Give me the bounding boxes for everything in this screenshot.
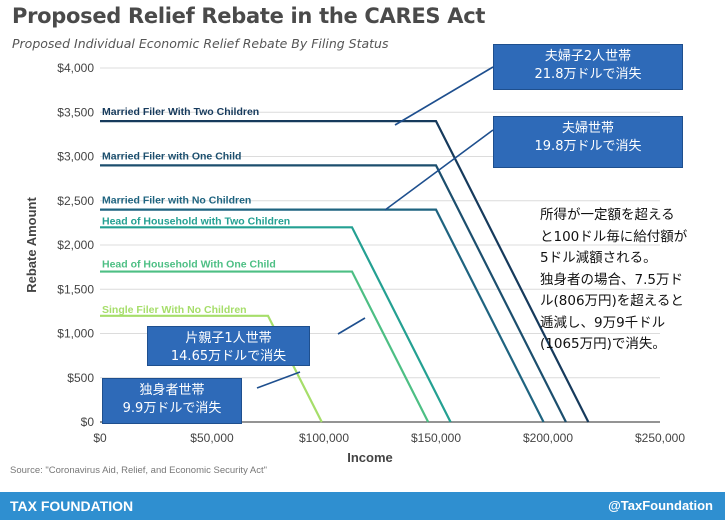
chart-title: Proposed Relief Rebate in the CARES Act (12, 4, 486, 28)
y-tick-label: $1,500 (57, 282, 94, 296)
y-tick-label: $2,500 (57, 194, 94, 208)
x-tick-label: $0 (93, 431, 107, 445)
y-tick-label: $500 (67, 371, 94, 385)
y-tick-label: $3,500 (57, 105, 94, 119)
footer-handle[interactable]: @TaxFoundation (608, 498, 713, 513)
footer-bar: TAX FOUNDATION @TaxFoundation (0, 492, 725, 520)
series-label: Head of Household with Two Children (102, 215, 290, 227)
x-tick-label: $200,000 (523, 431, 573, 445)
explanatory-note: 所得が一定額を超える と100ドル毎に給付額が 5ドル減額される。 独身者の場合… (540, 207, 688, 352)
y-axis-label: Rebate Amount (24, 197, 39, 293)
series-line (100, 314, 323, 423)
annotation-hoh-one-child: 片親子1人世帯 14.65万ドルで消失 (147, 326, 310, 366)
rebate-chart: $0 $500 $1,000 $1,500 $2,000 $2,500 $3,000 $3,5… (24, 61, 685, 465)
series-label: Married Filer With Two Children (102, 106, 259, 118)
source-note: Source: "Coronavirus Aid, Relief, and Ec… (10, 465, 268, 476)
series-label: Married Filer with No Children (102, 195, 251, 207)
series-line (100, 208, 545, 423)
series-label: Married Filer with One Child (102, 150, 241, 162)
annotation-leader-line (394, 66, 494, 126)
y-tick-label: $2,000 (57, 238, 94, 252)
x-axis-label: Income (347, 450, 393, 465)
annotation-married-no-children: 夫婦世帯 19.8万ドルで消失 (493, 116, 683, 168)
annotation-married-two-children: 夫婦子2人世帯 21.8万ドルで消失 (493, 44, 683, 90)
series-line (100, 119, 590, 423)
x-tick-label: $100,000 (299, 431, 349, 445)
annotation-leader-line (384, 129, 494, 211)
annotation-leader-line (337, 317, 366, 335)
annotation-single: 独身者世帯 9.9万ドルで消失 (102, 378, 242, 424)
series-line (100, 226, 452, 423)
series-label: Single Filer With No Children (102, 304, 247, 316)
x-tick-label: $250,000 (635, 431, 685, 445)
y-tick-label: $1,000 (57, 327, 94, 341)
x-tick-label: $50,000 (190, 431, 234, 445)
series-label: Head of Household With One Child (102, 259, 276, 271)
y-tick-label: $4,000 (57, 61, 94, 75)
annotation-leader-line (256, 371, 301, 389)
x-tick-label: $150,000 (411, 431, 461, 445)
series-line (100, 164, 567, 423)
series-line (100, 270, 430, 423)
y-tick-label: $3,000 (57, 150, 94, 164)
chart-subtitle: Proposed Individual Economic Relief Reba… (12, 36, 389, 51)
footer-brand: TAX FOUNDATION (10, 498, 134, 514)
y-tick-label: $0 (81, 415, 95, 429)
